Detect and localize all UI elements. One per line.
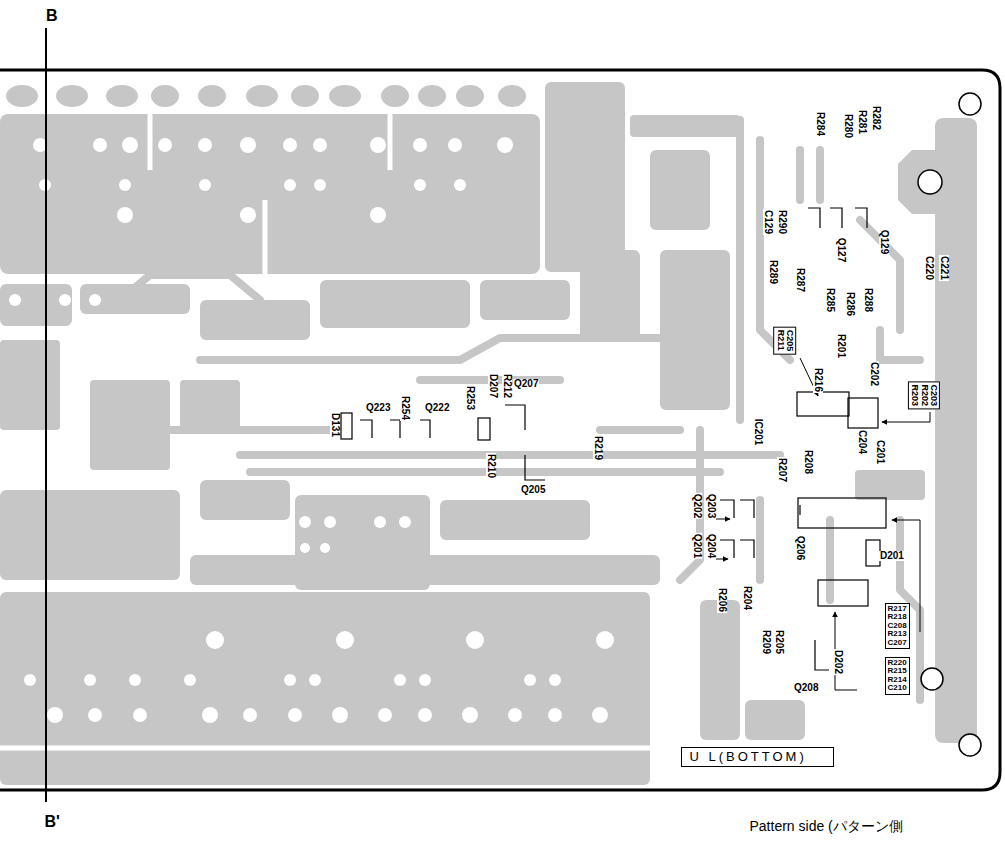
part-label: Q127 [836, 237, 846, 263]
part-label: R220 [888, 659, 907, 667]
part-label: R216 [813, 367, 823, 393]
part-label: R206 [717, 587, 727, 613]
copper-pattern [0, 82, 977, 785]
part-label: C208 [888, 622, 907, 630]
part-label: C210 [888, 684, 907, 692]
part-label: Q201 [692, 533, 702, 559]
part-label: C205 [785, 329, 794, 351]
part-label: R212 [502, 373, 512, 399]
part-label: D202 [833, 649, 843, 675]
part-label: C204 [857, 429, 867, 455]
board-outline [0, 70, 1000, 790]
part-label: R288 [863, 287, 873, 313]
part-label: Q204 [706, 533, 716, 559]
part-label: IC201 [753, 418, 763, 447]
label-box: R217R218C208R213C207 [885, 603, 910, 649]
part-label: R202 [919, 384, 928, 406]
part-label: R208 [803, 449, 813, 475]
part-label: R285 [825, 287, 835, 313]
part-label: R281 [857, 109, 867, 135]
part-label: D131 [330, 412, 340, 438]
part-label: Q203 [706, 493, 716, 519]
label-box: U L(BOTTOM) [681, 747, 834, 767]
section-marker: B [45, 8, 59, 24]
part-label: C207 [888, 639, 907, 647]
mounting-hole [918, 93, 981, 756]
part-label: Q223 [365, 403, 391, 413]
caption-note: Pattern side (パターン側 [749, 819, 904, 833]
part-label: R217 [888, 605, 907, 613]
pattern-gap [0, 114, 650, 748]
part-label: R203 [910, 384, 919, 406]
part-label: R209 [761, 629, 771, 655]
part-label: Q206 [795, 535, 805, 561]
part-label: Q129 [879, 229, 889, 255]
part-label: U L(BOTTOM) [690, 750, 807, 764]
part-label: C201 [875, 439, 885, 465]
part-label: D201 [879, 551, 905, 561]
part-label: Q202 [692, 493, 702, 519]
copper-trace [120, 120, 960, 700]
part-label: R290 [777, 209, 787, 235]
part-label: C220 [924, 255, 934, 281]
label-box: C203R202R203 [908, 381, 940, 409]
part-label: R213 [888, 630, 907, 638]
drill-hole [9, 137, 614, 723]
part-label: C203 [928, 384, 937, 406]
part-label: C221 [939, 255, 949, 281]
part-label: R284 [815, 111, 825, 137]
part-label: R210 [486, 453, 496, 479]
part-label: Q222 [424, 403, 450, 413]
part-label: R201 [836, 333, 846, 359]
leader-arrow [716, 358, 930, 690]
part-label: R287 [795, 267, 805, 293]
part-label: R289 [768, 259, 778, 285]
part-label: R286 [845, 291, 855, 317]
part-label: R218 [888, 613, 907, 621]
part-label: C129 [763, 209, 773, 235]
section-line [45, 28, 47, 802]
part-label: D207 [488, 373, 498, 399]
section-marker: B' [44, 814, 61, 830]
part-label: R214 [888, 676, 907, 684]
component-outline [46, 28, 886, 802]
part-label: R207 [777, 457, 787, 483]
label-box: R220R215R214C210 [885, 657, 910, 695]
part-label: Q208 [793, 683, 819, 693]
part-label: R282 [871, 105, 881, 131]
part-label: R254 [400, 395, 410, 421]
part-label: Q205 [520, 485, 546, 495]
part-label: C202 [869, 361, 879, 387]
part-label: R215 [888, 667, 907, 675]
part-label: R205 [774, 629, 784, 655]
part-label: R204 [742, 585, 752, 611]
label-box: C205R211 [773, 326, 796, 354]
part-label: R253 [465, 385, 475, 411]
part-label: Q207 [513, 379, 539, 389]
part-label: R219 [593, 435, 603, 461]
part-label: R280 [843, 113, 853, 139]
part-label: R211 [775, 329, 784, 351]
